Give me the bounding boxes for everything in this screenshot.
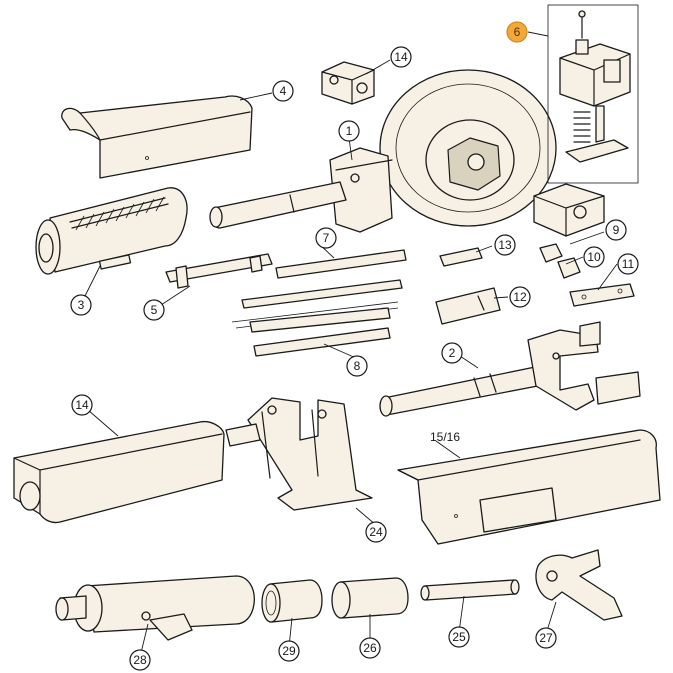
callout-8[interactable]: 8 xyxy=(346,355,368,377)
svg-text:13: 13 xyxy=(498,238,512,252)
callout-12[interactable]: 12 xyxy=(509,286,531,308)
part-29-sleeve xyxy=(261,579,323,623)
svg-text:5: 5 xyxy=(151,303,158,317)
callout-26[interactable]: 26 xyxy=(359,637,381,659)
part-5-rail-bracket xyxy=(165,253,273,289)
part-25-pin xyxy=(420,579,520,601)
svg-text:1: 1 xyxy=(346,124,353,138)
callout-15-16-label[interactable]: 15/16 xyxy=(430,430,460,444)
part-15-16-housing xyxy=(397,429,661,545)
callout-4[interactable]: 4 xyxy=(272,80,294,102)
callout-7[interactable]: 7 xyxy=(315,227,337,249)
leader-lines xyxy=(83,31,618,658)
part-1-idler-assembly xyxy=(209,69,557,233)
svg-text:24: 24 xyxy=(369,525,383,539)
part-13-pad xyxy=(439,247,483,267)
part-14-lower-cover xyxy=(13,420,225,524)
svg-text:12: 12 xyxy=(513,290,527,304)
svg-text:3: 3 xyxy=(78,298,85,312)
callout-28[interactable]: 28 xyxy=(129,649,151,671)
part-3-spring-cylinder xyxy=(35,187,188,275)
part-7-bar xyxy=(275,249,407,279)
callout-5[interactable]: 5 xyxy=(143,299,165,321)
part-2-yoke-shaft xyxy=(379,321,641,417)
callout-14-upper[interactable]: 14 xyxy=(390,46,412,68)
callout-29[interactable]: 29 xyxy=(278,640,300,662)
callout-3[interactable]: 3 xyxy=(70,294,92,316)
svg-text:6: 6 xyxy=(514,25,521,39)
callout-13[interactable]: 13 xyxy=(494,234,516,256)
svg-text:8: 8 xyxy=(354,359,361,373)
svg-text:4: 4 xyxy=(280,84,287,98)
svg-text:10: 10 xyxy=(587,250,601,264)
part-9-bracket xyxy=(533,183,605,237)
part-14-upper-block xyxy=(321,61,375,105)
part-10-small-blocks xyxy=(539,243,581,279)
svg-text:11: 11 xyxy=(622,257,635,271)
svg-text:2: 2 xyxy=(449,346,456,360)
part-4-cover-plate xyxy=(61,95,253,179)
part-24-pedestal xyxy=(225,397,373,511)
callout-14-lower[interactable]: 14 xyxy=(71,394,93,416)
callout-25[interactable]: 25 xyxy=(448,626,470,648)
svg-text:28: 28 xyxy=(133,653,147,667)
callout-9[interactable]: 9 xyxy=(605,219,627,241)
svg-text:27: 27 xyxy=(539,631,553,645)
part-11-plate xyxy=(569,283,635,307)
svg-text:7: 7 xyxy=(323,231,330,245)
callout-2[interactable]: 2 xyxy=(441,342,463,364)
svg-text:9: 9 xyxy=(613,223,620,237)
callout-11[interactable]: 11 xyxy=(617,253,639,275)
part-26-sleeve xyxy=(331,577,409,619)
svg-text:14: 14 xyxy=(394,50,408,64)
svg-text:25: 25 xyxy=(452,630,466,644)
callout-27[interactable]: 27 xyxy=(535,627,557,649)
svg-text:26: 26 xyxy=(363,641,377,655)
part-28-cylinder xyxy=(55,575,255,641)
svg-text:29: 29 xyxy=(282,644,296,658)
part-12-slotted-plate xyxy=(435,287,501,325)
part-27-lever-arm xyxy=(535,549,623,621)
callout-10[interactable]: 10 xyxy=(583,246,605,268)
part-8-strips xyxy=(231,279,403,357)
callout-24[interactable]: 24 xyxy=(365,521,387,543)
callout-1[interactable]: 1 xyxy=(338,120,360,142)
svg-text:14: 14 xyxy=(75,398,89,412)
part-6-tension-assembly xyxy=(547,4,639,184)
callout-6[interactable]: 6 xyxy=(506,21,528,43)
